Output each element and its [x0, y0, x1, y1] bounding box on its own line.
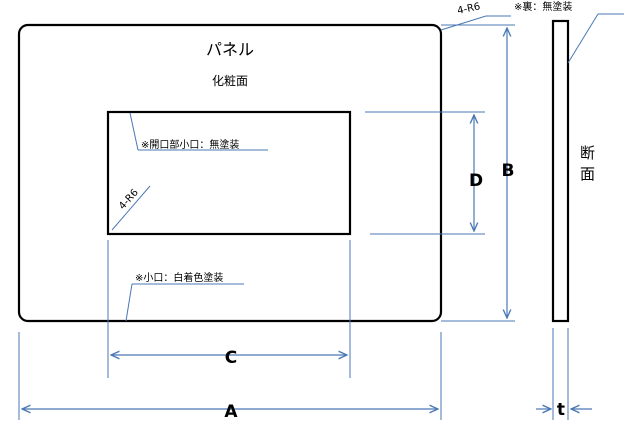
edge-note: ※小口：白着色塗装 — [135, 271, 223, 284]
back-note: ※裏：無塗装 — [514, 0, 572, 13]
dim-c-label: C — [225, 348, 237, 368]
section-label-2: 面 — [580, 165, 595, 183]
outer-radius-label: 4-R6 — [456, 1, 481, 17]
leader-lines — [111, 13, 624, 322]
dimension-lines — [22, 28, 592, 409]
panel-outline — [17, 23, 443, 323]
face-label: 化粧面 — [212, 74, 248, 88]
dim-t-label: t — [557, 400, 565, 420]
panel-title: パネル — [206, 40, 254, 59]
dim-b-label: B — [502, 161, 515, 181]
inner-radius-label: 4-R6 — [117, 187, 141, 212]
dim-a-label: A — [224, 402, 238, 422]
dim-d-label: D — [469, 171, 483, 191]
section-label-1: 断 — [580, 144, 595, 162]
section-outline — [551, 19, 570, 323]
extension-lines — [18, 24, 569, 420]
opening-note: ※開口部小口：無塗装 — [141, 138, 239, 151]
opening-outline — [106, 110, 352, 236]
